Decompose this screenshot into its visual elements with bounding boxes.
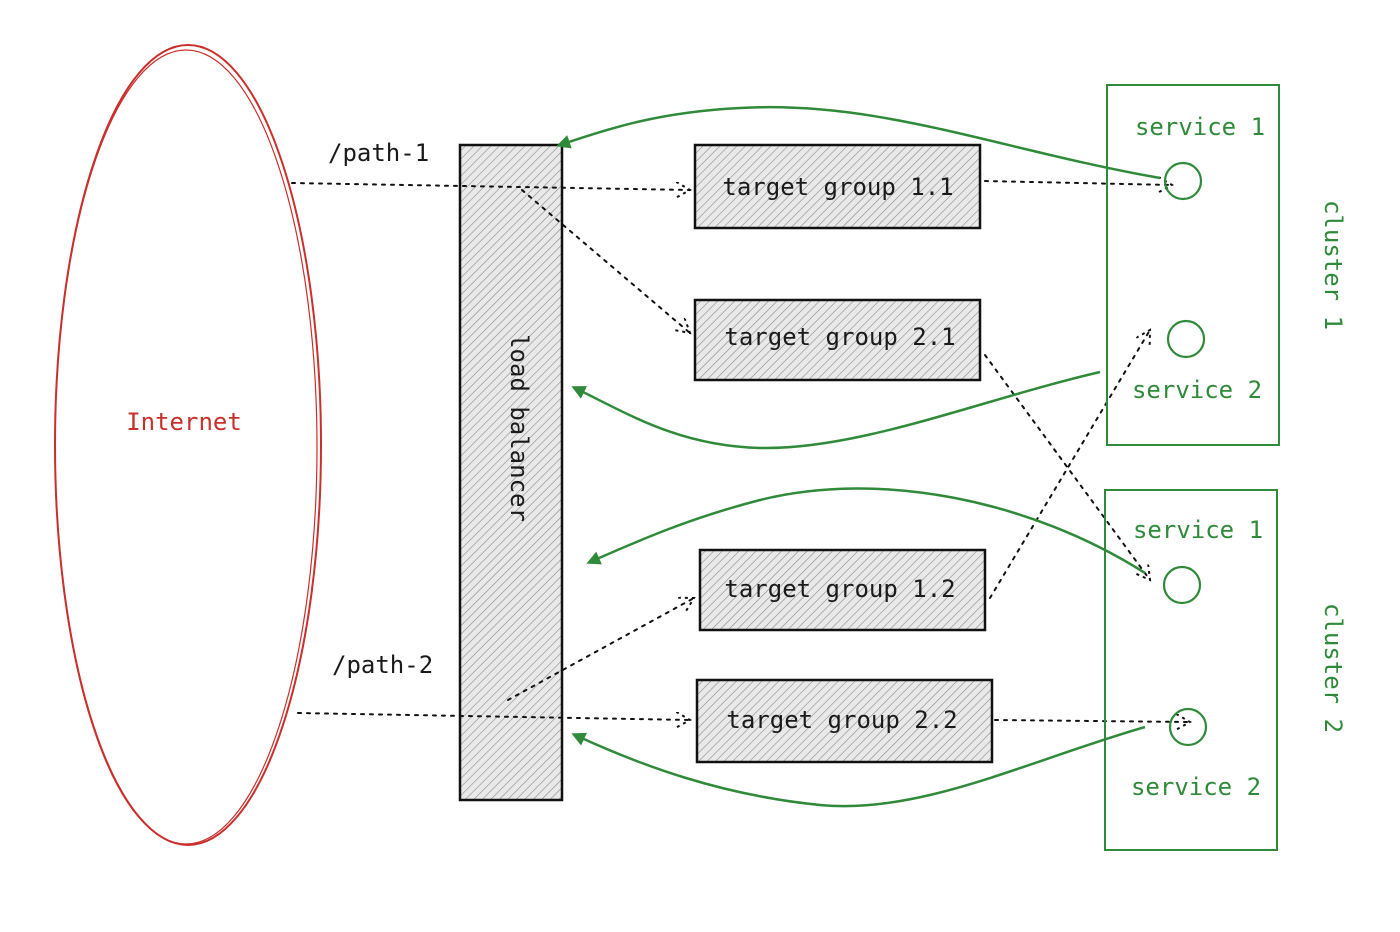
load-balancer: load balancer <box>458 143 564 802</box>
internet-node: Internet <box>54 44 322 846</box>
target-group-1-2: target group 1.2 <box>698 548 987 632</box>
cluster-1-label: cluster 1 <box>1319 200 1347 330</box>
response-c2s1-to-lb <box>586 487 1146 575</box>
flow-tg11-to-c1s1 <box>984 181 1172 185</box>
response-flows <box>556 105 1161 808</box>
cluster-1-service-1-label: service 1 <box>1135 113 1265 141</box>
target-group-2-2-label: target group 2.2 <box>726 706 957 734</box>
path-1-label: /path-1 <box>328 139 429 167</box>
response-c2s2-to-lb <box>571 725 1146 808</box>
response-c1s2-to-lb <box>571 370 1101 450</box>
target-group-1-1-label: target group 1.1 <box>722 173 953 201</box>
cluster-1: service 1 service 2 cluster 1 <box>1106 84 1347 446</box>
cluster-1-service-2-node <box>1166 319 1206 359</box>
flow-path1-to-tg11 <box>291 183 690 190</box>
load-balancer-label: load balancer <box>505 334 533 522</box>
cluster-2: service 1 service 2 cluster 2 <box>1104 489 1347 851</box>
target-group-2-1: target group 2.1 <box>693 298 982 382</box>
target-group-1-2-label: target group 1.2 <box>724 575 955 603</box>
cluster-1-service-1-node <box>1163 161 1203 201</box>
flow-tg12-to-c1s2 <box>989 330 1150 599</box>
cluster-2-service-2-label: service 2 <box>1131 773 1261 801</box>
cluster-2-service-1-label: service 1 <box>1133 516 1263 544</box>
cluster-2-service-2-node <box>1168 707 1208 747</box>
request-flows <box>291 181 1190 722</box>
cluster-2-label: cluster 2 <box>1319 603 1347 733</box>
flow-path2-to-tg22 <box>297 713 690 720</box>
cluster-2-service-1-node <box>1162 565 1202 605</box>
target-group-2-2: target group 2.2 <box>695 678 994 764</box>
flow-path2-to-tg12 <box>507 598 694 701</box>
target-group-2-1-label: target group 2.1 <box>724 323 955 351</box>
flow-tg21-to-c2s1 <box>984 354 1150 580</box>
flow-tg22-to-c2s2 <box>994 720 1190 722</box>
path-2-label: /path-2 <box>332 651 433 679</box>
response-c1s1-to-lb <box>556 105 1161 180</box>
flow-path1-to-tg21 <box>521 189 690 333</box>
target-group-1-1: target group 1.1 <box>693 143 982 230</box>
internet-label: Internet <box>126 408 242 436</box>
cluster-1-service-2-label: service 2 <box>1132 376 1262 404</box>
